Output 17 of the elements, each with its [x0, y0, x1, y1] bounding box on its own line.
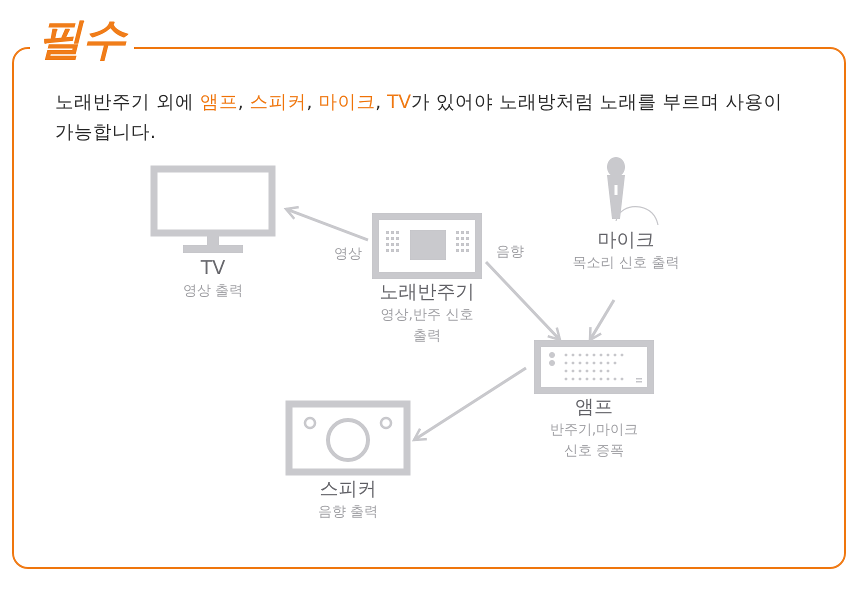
arrow — [484, 260, 562, 342]
device-name: 마이크 — [598, 228, 654, 253]
edge-label: 음향 — [494, 243, 526, 261]
arrow — [588, 299, 616, 342]
device-description: 음향 출력 — [318, 503, 378, 522]
device-description: 목소리 신호 출력 — [572, 254, 680, 273]
device-description: 반주기,마이크 신호 증폭 — [548, 421, 640, 461]
device-name: 앰프 — [575, 395, 613, 420]
device-name: TV — [200, 256, 226, 281]
arrow — [284, 206, 369, 242]
device-description: 영상,반주 신호 출력 — [380, 306, 474, 346]
intro-text: 노래반주기 외에 앰프, 스피커, 마이크, TV가 있어야 노래방처럼 노래를 부르며 사용이 가능합니다. — [55, 91, 784, 145]
device-name: 스피커 — [320, 477, 376, 502]
device-name: 노래반주기 — [380, 280, 474, 305]
device-description: 영상 출력 — [182, 282, 244, 301]
arrow — [412, 366, 527, 442]
edge-label: 영상 — [332, 245, 364, 263]
